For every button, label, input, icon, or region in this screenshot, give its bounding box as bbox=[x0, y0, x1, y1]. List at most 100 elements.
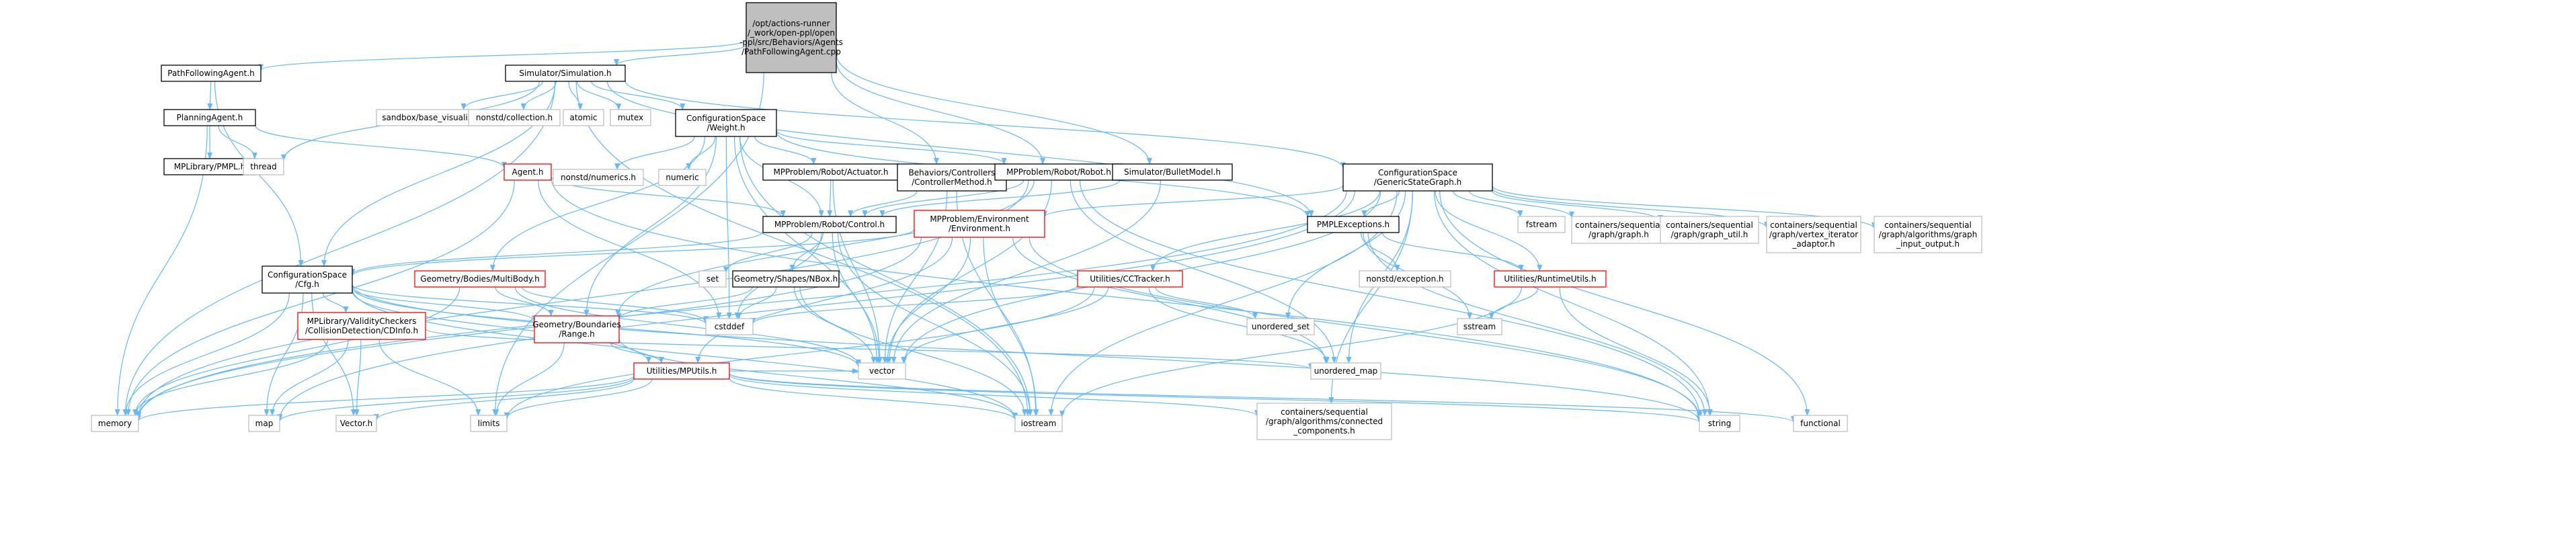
edge-pmplexc-to-nonstd_exc bbox=[1360, 232, 1400, 272]
edge-group bbox=[891, 179, 1162, 364]
node-multibody[interactable]: Geometry/Bodies/MultiBody.h bbox=[414, 270, 546, 288]
node-set[interactable]: set bbox=[698, 270, 727, 288]
node-box bbox=[553, 169, 644, 186]
edge-group bbox=[754, 136, 817, 165]
edge-environment-to-memory bbox=[136, 237, 922, 419]
edge-runtime-to-sstream bbox=[1488, 286, 1539, 319]
edge-range-to-iostream bbox=[618, 337, 1018, 419]
node-environment[interactable]: MPProblem/Environment/Environment.h bbox=[914, 210, 1045, 238]
edge-group bbox=[1012, 237, 1329, 364]
node-vector[interactable]: vector bbox=[858, 362, 906, 380]
node-box bbox=[858, 362, 906, 380]
node-limits[interactable]: limits bbox=[470, 415, 508, 432]
node-robot[interactable]: MPProblem/Robot/Robot.h bbox=[994, 163, 1123, 181]
node-nbox[interactable]: Geometry/Shapes/NBox.h bbox=[732, 270, 840, 288]
node-box bbox=[698, 270, 727, 288]
node-label-line: MPLibrary/ValidityCheckers bbox=[307, 317, 417, 326]
node-atomic[interactable]: atomic bbox=[563, 109, 604, 126]
node-numeric[interactable]: numeric bbox=[658, 169, 707, 186]
edge-simulation-to-weight bbox=[591, 81, 686, 110]
node-fstream[interactable]: fstream bbox=[1517, 216, 1566, 233]
edge-group bbox=[1433, 190, 1713, 416]
node-label-line: -ppl/src/Behaviors/Agents bbox=[739, 38, 843, 47]
node-runtime[interactable]: Utilities/RuntimeUtils.h bbox=[1494, 270, 1607, 288]
node-unordered_set[interactable]: unordered_set bbox=[1246, 318, 1315, 335]
node-box bbox=[470, 415, 508, 432]
node-control[interactable]: MPProblem/Robot/Control.h bbox=[762, 216, 897, 233]
node-box bbox=[746, 2, 837, 73]
node-box bbox=[1874, 216, 1982, 253]
node-layer: /opt/actions-runner/_work/open-ppl/open-… bbox=[91, 2, 1982, 440]
node-mplib[interactable]: MPLibrary/PMPL.h bbox=[163, 158, 256, 175]
node-label-line: ConfigurationSpace bbox=[686, 114, 766, 123]
node-label-line: iostream bbox=[1021, 419, 1057, 428]
node-pmplexc[interactable]: PMPLExceptions.h bbox=[1307, 216, 1400, 233]
edge-group bbox=[123, 292, 290, 416]
node-cfg[interactable]: ConfigurationSpace/Cfg.h bbox=[261, 265, 353, 294]
node-agent[interactable]: Agent.h bbox=[504, 163, 552, 181]
node-weight[interactable]: ConfigurationSpace/Weight.h bbox=[675, 109, 777, 137]
edge-multibody-to-range bbox=[495, 286, 554, 317]
edge-group bbox=[729, 374, 1260, 417]
node-vectorh[interactable]: Vector.h bbox=[335, 415, 377, 432]
edge-weight-to-range bbox=[583, 136, 717, 317]
node-pfa_h[interactable]: PathFollowingAgent.h bbox=[161, 65, 261, 82]
node-label-line: /Weight.h bbox=[707, 123, 745, 132]
node-simulation[interactable]: Simulator/Simulation.h bbox=[505, 65, 626, 82]
node-sstream[interactable]: sstream bbox=[1457, 318, 1502, 335]
node-actuator[interactable]: MPProblem/Robot/Actuator.h bbox=[762, 163, 899, 181]
node-cs_graph[interactable]: containers/sequential/graph/graph.h bbox=[1571, 216, 1666, 244]
node-map[interactable]: map bbox=[248, 415, 280, 432]
edge-group bbox=[1029, 237, 1702, 419]
edge-group bbox=[616, 286, 753, 320]
node-mutex[interactable]: mutex bbox=[610, 109, 651, 126]
node-label-line: atomic bbox=[569, 113, 597, 122]
node-memory[interactable]: memory bbox=[91, 415, 139, 432]
edge-group bbox=[504, 378, 653, 419]
node-nonstd_num[interactable]: nonstd/numerics.h bbox=[553, 169, 644, 186]
node-box bbox=[297, 312, 426, 340]
node-nonstd_exc[interactable]: nonstd/exception.h bbox=[1359, 270, 1451, 288]
node-ctrlmethod[interactable]: Behaviors/Controllers/ControllerMethod.h bbox=[897, 163, 1007, 192]
node-gsg[interactable]: ConfigurationSpace/GenericStateGraph.h bbox=[1342, 163, 1493, 192]
node-unordered_map[interactable]: unordered_map bbox=[1310, 362, 1381, 380]
edge-simulation-to-mutex bbox=[577, 81, 622, 110]
node-validity[interactable]: MPLibrary/ValidityCheckers/CollisionDete… bbox=[297, 312, 426, 340]
edge-group bbox=[492, 72, 764, 416]
edge-gsg-to-functional bbox=[1439, 190, 1810, 416]
node-conncomp[interactable]: containers/sequential/graph/algorithms/c… bbox=[1256, 403, 1392, 440]
node-thread[interactable]: thread bbox=[243, 158, 284, 175]
edge-group bbox=[729, 372, 1796, 423]
node-string[interactable]: string bbox=[1699, 415, 1740, 432]
edge-gsg-to-cctracker bbox=[1150, 190, 1380, 272]
node-root[interactable]: /opt/actions-runner/_work/open-ppl/open-… bbox=[739, 2, 843, 73]
node-functional[interactable]: functional bbox=[1793, 415, 1848, 432]
edge-group bbox=[514, 286, 861, 366]
edge-gsg-to-memory bbox=[136, 190, 1347, 420]
node-bullet[interactable]: Simulator/BulletModel.h bbox=[1112, 163, 1233, 181]
node-planning[interactable]: PlanningAgent.h bbox=[163, 109, 256, 126]
node-cs_vertexiter[interactable]: containers/sequential/graph/vertex_itera… bbox=[1766, 216, 1861, 253]
node-cstddef[interactable]: cstddef bbox=[705, 318, 754, 335]
node-label-line: containers/sequential bbox=[1666, 220, 1753, 230]
node-cs_graphutil[interactable]: containers/sequential/graph/graph_util.h bbox=[1660, 216, 1759, 244]
edge-group bbox=[495, 286, 554, 317]
node-label-line: MPProblem/Robot/Robot.h bbox=[1006, 167, 1111, 177]
node-label-line: numeric bbox=[666, 173, 698, 182]
node-cctracker[interactable]: Utilities/CCTracker.h bbox=[1077, 270, 1183, 288]
node-label-line: memory bbox=[98, 419, 132, 428]
node-cs_graphout[interactable]: containers/sequential/graph/algorithms/g… bbox=[1874, 216, 1982, 253]
edge-gsg-to-runtime bbox=[1435, 190, 1543, 272]
edge-mputils-to-memory bbox=[136, 375, 635, 422]
node-mputils[interactable]: Utilities/MPUtils.h bbox=[633, 362, 730, 380]
edge-group bbox=[1070, 179, 1337, 364]
node-range[interactable]: Geometry/Boundaries/Range.h bbox=[532, 315, 621, 343]
node-box bbox=[1307, 216, 1400, 233]
edge-planning-to-thread bbox=[218, 125, 257, 159]
node-box bbox=[1256, 403, 1392, 440]
node-iostream[interactable]: iostream bbox=[1014, 415, 1063, 432]
node-label-line: /graph/algorithms/graph bbox=[1879, 230, 1978, 239]
node-box bbox=[658, 169, 707, 186]
node-nonstd_coll[interactable]: nonstd/collection.h bbox=[468, 109, 561, 126]
